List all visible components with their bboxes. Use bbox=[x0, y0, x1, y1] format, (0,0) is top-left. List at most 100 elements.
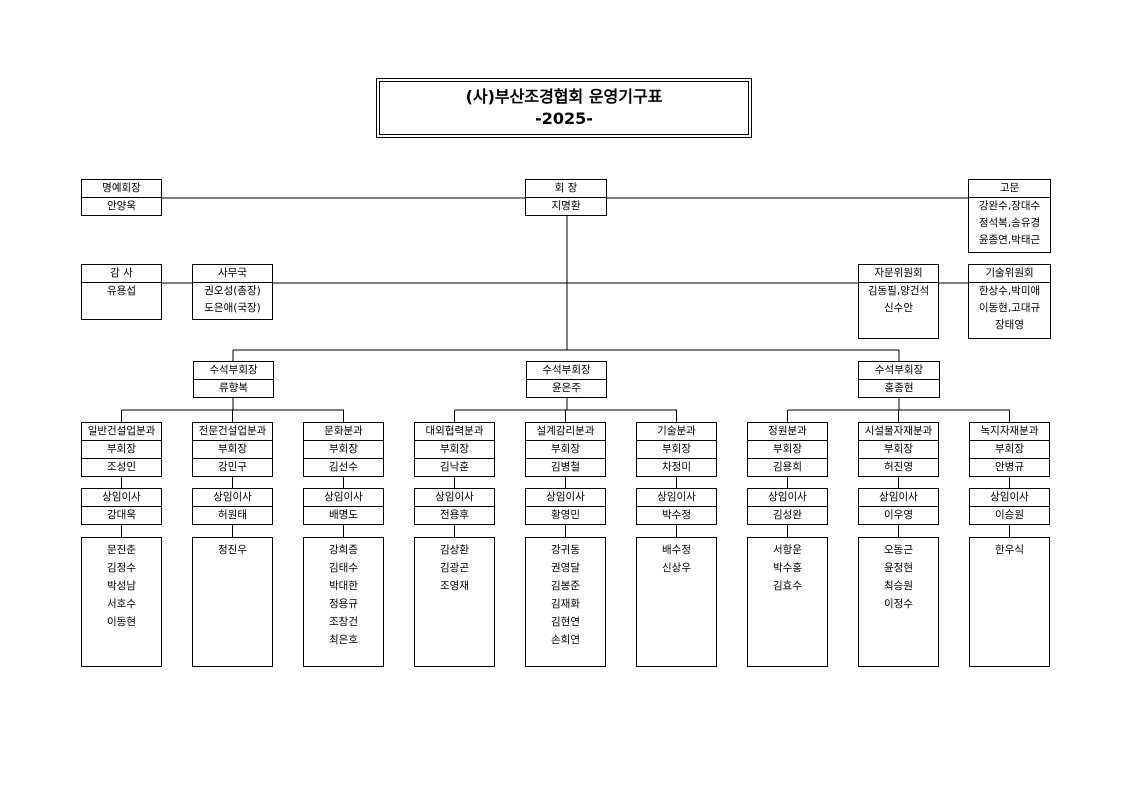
member-name: 서항운 bbox=[773, 544, 802, 556]
person-name: 권오성(총장) bbox=[204, 285, 261, 297]
advisor-box: 고문 강완수,장대수 정석복,송유경 윤종연,박태근 bbox=[968, 179, 1051, 253]
member-name: 김태수 bbox=[329, 562, 358, 574]
page-year: -2025- bbox=[535, 109, 593, 128]
role-label: 수석부회장 bbox=[859, 362, 939, 380]
person-name: 류향복 bbox=[219, 382, 248, 394]
member-name: 오동근 bbox=[884, 544, 913, 556]
person-name: 신수안 bbox=[884, 302, 913, 314]
role-label: 상임이사 bbox=[304, 489, 383, 507]
member-name: 조영재 bbox=[440, 580, 469, 592]
member-name: 박수홍 bbox=[773, 562, 802, 574]
role-label: 상임이사 bbox=[82, 489, 161, 507]
page-title: (사)부산조경협회 운영기구표 bbox=[465, 87, 663, 106]
member-name: 권영달 bbox=[551, 562, 580, 574]
secretariat-box: 사무국 권오성(총장) 도은애(국장) bbox=[192, 264, 273, 320]
role-label: 상임이사 bbox=[526, 489, 605, 507]
person-name: 윤은주 bbox=[552, 382, 581, 394]
person-name: 김성완 bbox=[773, 509, 802, 521]
division-name: 대외협력분과 bbox=[415, 423, 494, 441]
person-name: 이동현,고대규 bbox=[978, 302, 1041, 314]
member-name: 조창건 bbox=[329, 616, 358, 628]
role-label: 상임이사 bbox=[637, 489, 716, 507]
member-name: 최은호 bbox=[329, 634, 358, 646]
role-label: 자문위원회 bbox=[859, 265, 938, 283]
role-label: 회 장 bbox=[526, 180, 606, 198]
member-name: 김정수 bbox=[107, 562, 136, 574]
role-label: 부회장 bbox=[304, 441, 383, 459]
role-label: 부회장 bbox=[82, 441, 161, 459]
tech-committee-box: 기술위원회 한상수,박미애 이동현,고대규 장태영 bbox=[968, 264, 1051, 339]
person-name: 전용후 bbox=[440, 509, 469, 521]
member-name: 신상우 bbox=[662, 562, 691, 574]
person-name: 허진영 bbox=[884, 461, 913, 473]
division-name: 시설물자재분과 bbox=[859, 423, 938, 441]
role-label: 부회장 bbox=[415, 441, 494, 459]
role-label: 부회장 bbox=[526, 441, 605, 459]
role-label: 명예회장 bbox=[82, 180, 161, 198]
members-box: 정진우 bbox=[192, 537, 273, 667]
member-name: 김재화 bbox=[551, 598, 580, 610]
person-name: 윤종연,박태근 bbox=[978, 234, 1041, 246]
role-label: 고문 bbox=[969, 180, 1050, 198]
division-name: 일반건설업분과 bbox=[82, 423, 161, 441]
person-name: 강완수,장대수 bbox=[978, 200, 1041, 212]
person-name: 도은애(국장) bbox=[204, 302, 261, 314]
person-name: 이승원 bbox=[995, 509, 1024, 521]
person-name: 한상수,박미애 bbox=[978, 285, 1041, 297]
member-name: 정용규 bbox=[329, 598, 358, 610]
person-name: 정석복,송유경 bbox=[978, 217, 1041, 229]
member-name: 김현연 bbox=[551, 616, 580, 628]
person-name: 배명도 bbox=[329, 509, 358, 521]
member-name: 한우식 bbox=[995, 544, 1024, 556]
person-name: 이우영 bbox=[884, 509, 913, 521]
role-label: 부회장 bbox=[193, 441, 272, 459]
role-label: 상임이사 bbox=[859, 489, 938, 507]
division-name: 기술분과 bbox=[637, 423, 716, 441]
division-name: 전문건설업분과 bbox=[193, 423, 272, 441]
division-name: 정원분과 bbox=[748, 423, 827, 441]
member-name: 김광곤 bbox=[440, 562, 469, 574]
vice-president-box-1: 수석부회장 류향복 bbox=[193, 361, 274, 398]
person-name: 조성민 bbox=[107, 461, 136, 473]
member-name: 정진우 bbox=[218, 544, 247, 556]
advisory-committee-box: 자문위원회 김동필,양건석 신수안 bbox=[858, 264, 939, 339]
person-name: 김동필,양건석 bbox=[867, 285, 930, 297]
role-label: 상임이사 bbox=[970, 489, 1049, 507]
person-name: 장태영 bbox=[995, 319, 1024, 331]
division-name: 설계감리분과 bbox=[526, 423, 605, 441]
member-name: 이동현 bbox=[107, 616, 136, 628]
role-label: 부회장 bbox=[859, 441, 938, 459]
division-name: 녹지자재분과 bbox=[970, 423, 1049, 441]
member-name: 최승원 bbox=[884, 580, 913, 592]
division-name: 문화분과 bbox=[304, 423, 383, 441]
role-label: 감 사 bbox=[82, 265, 161, 283]
person-name: 허원태 bbox=[218, 509, 247, 521]
person-name: 황영민 bbox=[551, 509, 580, 521]
role-label: 상임이사 bbox=[748, 489, 827, 507]
member-name: 배수정 bbox=[662, 544, 691, 556]
vice-president-box-2: 수석부회장 윤은주 bbox=[526, 361, 607, 398]
member-name: 문진춘 bbox=[107, 544, 136, 556]
member-name: 김효수 bbox=[773, 580, 802, 592]
role-label: 부회장 bbox=[970, 441, 1049, 459]
title-box: (사)부산조경협회 운영기구표 -2025- bbox=[376, 78, 752, 138]
member-name: 강희증 bbox=[329, 544, 358, 556]
